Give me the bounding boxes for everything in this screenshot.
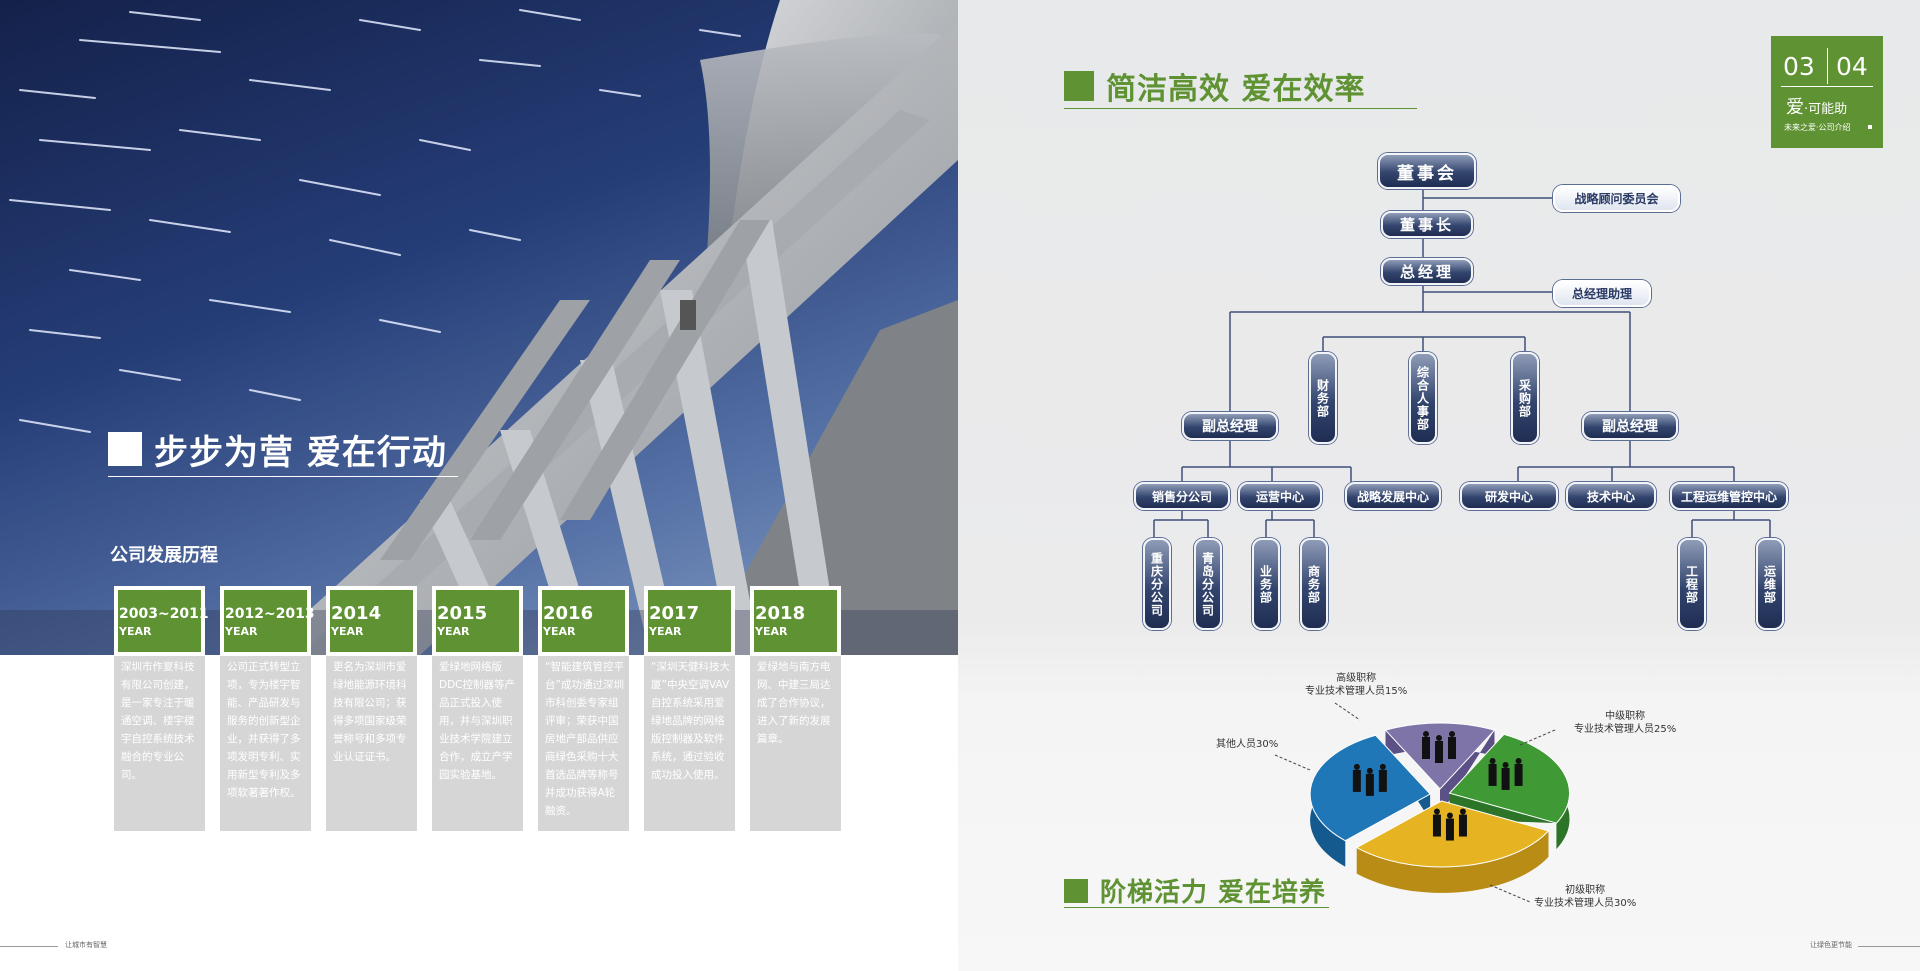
pie-label-senior: 高级职称专业技术管理人员15% bbox=[1305, 673, 1408, 697]
badge-caption: 未来之爱·公司介绍 bbox=[1784, 123, 1851, 132]
timeline-year-label: YEAR bbox=[119, 625, 152, 638]
org-node-operation: 运营中心 bbox=[1238, 482, 1322, 510]
timeline-year-label: YEAR bbox=[225, 625, 258, 638]
timeline-card: 2015 YEAR 爱绿地网络版DDC控制器等产品正式投入使用，并与深圳职业技术… bbox=[432, 586, 523, 831]
timeline-card: 2014 YEAR 更名为深圳市爱绿地能源环境科技有限公司；获得多项国家级荣誉称… bbox=[326, 586, 417, 831]
person-silhouette-icon bbox=[1435, 735, 1443, 763]
org-node-gm: 总经理 bbox=[1381, 258, 1473, 285]
pie-label-arrows bbox=[1274, 702, 1556, 903]
page-badge: 03 04 爱·可能助 未来之爱·公司介绍 bbox=[1771, 36, 1883, 148]
section-title-left: 步步为营 爱在行动 bbox=[108, 428, 447, 473]
timeline-card: 2003~2011 YEAR 深圳市作夏科技有限公司创建，是一家专注于暖通空调、… bbox=[114, 586, 209, 831]
timeline-text: “智能建筑管控平台”成功通过深圳市科创委专家组评审；荣获中国房地产部品供应商绿色… bbox=[545, 661, 624, 817]
section-title-training: 阶梯活力 爱在培养 bbox=[1064, 872, 1326, 909]
timeline-text: 更名为深圳市爱绿地能源环境科技有限公司；获得多项国家级荣誉称号和多项专业认证证书… bbox=[333, 661, 407, 763]
person-silhouette-icon bbox=[1422, 731, 1430, 759]
person-silhouette-icon bbox=[1378, 763, 1387, 792]
org-node-rd: 研发中心 bbox=[1460, 482, 1558, 510]
org-node-chongqing: 重庆分公司 bbox=[1143, 538, 1171, 630]
org-node-business: 业务部 bbox=[1252, 538, 1280, 630]
org-node-engineering: 工程运维管控中心 bbox=[1670, 482, 1788, 510]
timeline-year: 2017 bbox=[649, 603, 700, 624]
timeline-year: 2016 bbox=[543, 603, 594, 624]
footer-line-left bbox=[0, 946, 58, 947]
timeline-year: 2014 bbox=[331, 603, 382, 624]
org-node-qingdao: 青岛分公司 bbox=[1194, 538, 1222, 630]
timeline-text: 公司正式转型立项，专为楼宇智能、产品研发与服务的创新型企业，并获得了多项发明专利… bbox=[227, 661, 301, 799]
timeline-text: 爱绿地与南方电网、中建三局达成了合作协议，进入了新的发展篇章。 bbox=[757, 661, 831, 745]
org-node-ops-dept: 运维部 bbox=[1756, 538, 1784, 630]
org-node-eng-dept: 工程部 bbox=[1678, 538, 1706, 630]
footer-left: 让城市有智慧 bbox=[65, 941, 107, 949]
person-silhouette-icon bbox=[1445, 812, 1454, 841]
timeline-year-label: YEAR bbox=[755, 625, 788, 638]
org-node-vgm-left: 副总经理 bbox=[1182, 412, 1278, 440]
org-chart-connectors bbox=[1153, 186, 1771, 538]
timeline-year-label: YEAR bbox=[649, 625, 682, 638]
org-node-vgm-right: 副总经理 bbox=[1582, 412, 1678, 440]
timeline-year: 2012~2013 bbox=[225, 606, 315, 622]
section-title-efficiency: 简洁高效 爱在效率 bbox=[1064, 64, 1365, 108]
left-page: 步步为营 爱在行动 公司发展历程 2003~2011 YEAR 深圳市作夏科技有… bbox=[0, 0, 958, 971]
timeline-card: 2017 YEAR “深圳天健科技大厦”中央空调VAV自控系统采用爱绿地品牌的网… bbox=[644, 586, 735, 831]
org-node-chairman: 董事长 bbox=[1381, 211, 1473, 238]
pie-label-junior: 初级职称专业技术管理人员30% bbox=[1534, 885, 1637, 909]
pie-label-other: 其他人员30% bbox=[1216, 739, 1279, 750]
org-node-advisory: 战略顾问委员会 bbox=[1553, 185, 1680, 212]
org-node-board: 董事会 bbox=[1378, 153, 1476, 189]
timeline-year: 2018 bbox=[755, 603, 806, 624]
pie-label-mid: 中级职称专业技术管理人员25% bbox=[1574, 711, 1677, 735]
person-silhouette-icon bbox=[1352, 763, 1361, 792]
title-underline bbox=[1064, 108, 1417, 109]
timeline-card: 2012~2013 YEAR 公司正式转型立项，专为楼宇智能、产品研发与服务的创… bbox=[220, 586, 315, 831]
title-underline bbox=[1064, 907, 1329, 908]
org-node-tech: 技术中心 bbox=[1566, 482, 1656, 510]
timeline-text: “深圳天健科技大厦”中央空调VAV自控系统采用爱绿地品牌的网络版控制器及软件系统… bbox=[651, 661, 730, 781]
timeline-year-label: YEAR bbox=[543, 625, 576, 638]
page-number-left: 03 bbox=[1783, 52, 1815, 81]
timeline-year: 2003~2011 bbox=[119, 606, 209, 622]
footer-line-right bbox=[1858, 946, 1920, 947]
page-number-right: 04 bbox=[1836, 52, 1868, 81]
timeline-year-label: YEAR bbox=[331, 625, 364, 638]
org-node-gm-assistant: 总经理助理 bbox=[1553, 280, 1651, 307]
org-node-finance: 财务部 bbox=[1309, 352, 1337, 444]
timeline-card: 2016 YEAR “智能建筑管控平台”成功通过深圳市科创委专家组评审；荣获中国… bbox=[538, 586, 629, 831]
timeline-text: 深圳市作夏科技有限公司创建，是一家专注于暖通空调、楼宇楼宇自控系统技术融合的专业… bbox=[121, 661, 195, 781]
person-silhouette-icon bbox=[1458, 808, 1467, 837]
person-silhouette-icon bbox=[1432, 808, 1441, 837]
person-silhouette-icon bbox=[1501, 761, 1510, 790]
history-title: 公司发展历程 bbox=[110, 545, 218, 566]
title-square-icon bbox=[1064, 878, 1088, 903]
org-node-purchase: 采购部 bbox=[1511, 352, 1539, 444]
bridge-photo bbox=[0, 0, 958, 655]
person-silhouette-icon bbox=[1365, 767, 1374, 796]
staff-pie-chart bbox=[1309, 722, 1570, 893]
timeline-year-label: YEAR bbox=[437, 625, 470, 638]
footer-right: 让绿色更节能 bbox=[1810, 941, 1852, 949]
org-node-commerce: 商务部 bbox=[1300, 538, 1328, 630]
person-silhouette-icon bbox=[1488, 757, 1497, 786]
person-silhouette-icon bbox=[1514, 757, 1523, 786]
org-node-sales: 销售分公司 bbox=[1134, 482, 1230, 510]
title-square-icon bbox=[108, 432, 142, 466]
title-underline bbox=[108, 476, 458, 477]
timeline-year: 2015 bbox=[437, 603, 488, 624]
org-node-hr: 综合人事部 bbox=[1409, 352, 1437, 444]
badge-subtitle: 爱·可能助 bbox=[1786, 97, 1848, 118]
person-silhouette-icon bbox=[1448, 731, 1456, 759]
title-square-icon bbox=[1064, 71, 1094, 101]
timeline-card: 2018 YEAR 爱绿地与南方电网、中建三局达成了合作协议，进入了新的发展篇章… bbox=[750, 586, 841, 831]
org-node-strategy: 战略发展中心 bbox=[1345, 482, 1441, 510]
timeline-text: 爱绿地网络版DDC控制器等产品正式投入使用，并与深圳职业技术学院建立合作，成立产… bbox=[439, 661, 516, 781]
